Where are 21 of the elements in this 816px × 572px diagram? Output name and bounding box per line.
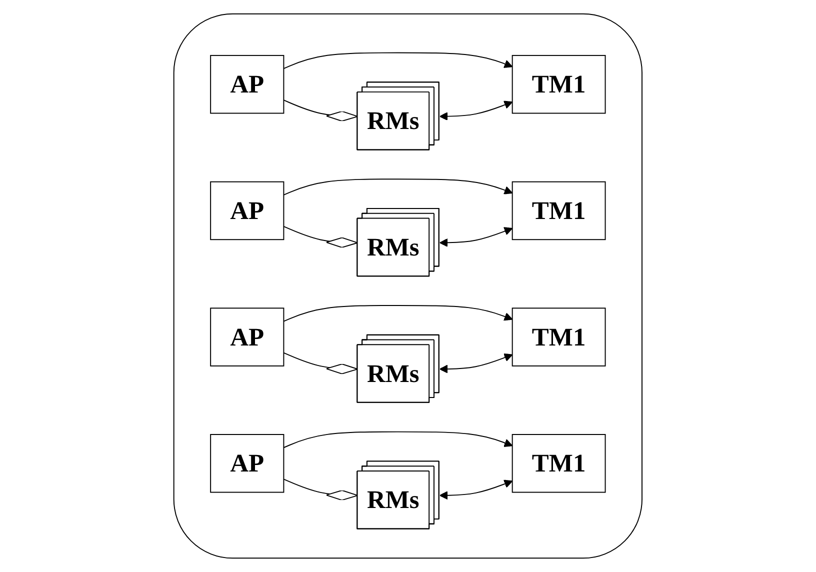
connector (283, 226, 358, 248)
arrow (439, 100, 513, 121)
arrow (439, 353, 513, 374)
connector (283, 352, 358, 374)
node-box: TM1 (512, 434, 606, 493)
arrow (283, 304, 513, 322)
cluster (173, 13, 643, 559)
connector (283, 100, 358, 122)
node-box: TM1 (512, 54, 606, 114)
node-box: AP (210, 308, 284, 366)
node-box: AP (210, 434, 284, 493)
connector (283, 478, 358, 501)
arrow (439, 227, 513, 247)
arrow (283, 431, 513, 448)
arrow (283, 178, 513, 196)
arrow (439, 480, 513, 500)
arrow (283, 52, 513, 70)
node-box: AP (210, 181, 284, 240)
node-box: TM1 (512, 308, 606, 366)
node-box: AP (210, 54, 284, 114)
node-box: TM1 (512, 181, 606, 240)
